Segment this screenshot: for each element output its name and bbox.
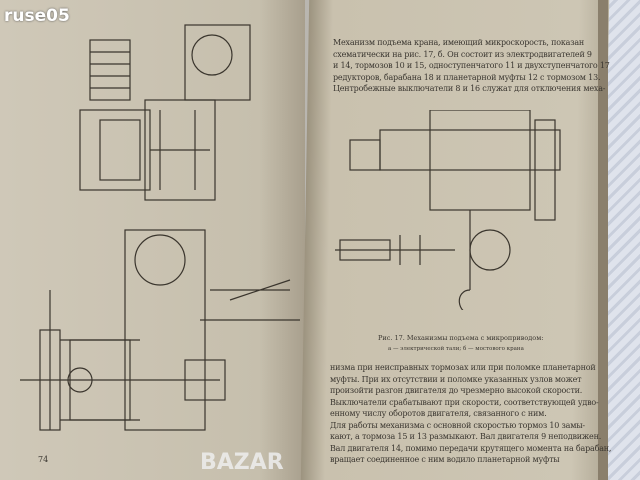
paragraph-2: низма при неисправных тормозах или при п… [330, 362, 611, 466]
technical-drawing-left [20, 24, 300, 431]
figure-caption: Рис. 17. Механизмы подъема с микропривод… [378, 334, 544, 342]
text-line: вращает соединенное с ним водило планета… [330, 455, 560, 464]
text-line: низма при неисправных тормозах или при п… [330, 363, 596, 372]
text-line: Вал двигателя 14, помимо передачи крутящ… [330, 443, 612, 453]
page-edge [598, 0, 608, 480]
text-line: муфты. При их отсутствии и поломке указа… [330, 374, 582, 384]
text-line: енному числу оборотов двигателя, связанн… [330, 409, 547, 418]
text-line: схематически на рис. 17, б. Он состоит и… [333, 49, 592, 59]
text-line: и 14, тормозов 10 и 15, одноступенчатого… [333, 61, 610, 70]
text-line: Механизм подъема крана, имеющий микроско… [333, 38, 585, 47]
text-line: произойти разгон двигателя до чрезмерно … [330, 386, 583, 395]
watermark: ruse05 [4, 6, 70, 26]
text-line: Центробежные выключатели 8 и 16 служат д… [333, 84, 606, 93]
paragraph-1: Механизм подъема крана, имеющий микроско… [333, 37, 610, 95]
figure-subcaption: а — электрической тали; б — мостового кр… [388, 346, 524, 352]
text-line: кают, а тормоза 15 и 13 размыкают. Вал д… [330, 432, 602, 441]
page-number: 74 [38, 455, 49, 464]
bazar-logo: BAZAR [200, 450, 284, 475]
left-page [0, 0, 305, 480]
text-line: Выключатели срабатывают при скорости, со… [330, 397, 599, 407]
technical-drawing-right [335, 110, 561, 310]
text-line: редукторов, барабана 18 и планетарной му… [333, 72, 601, 82]
text-line: Для работы механизма с основной скорость… [330, 420, 585, 430]
